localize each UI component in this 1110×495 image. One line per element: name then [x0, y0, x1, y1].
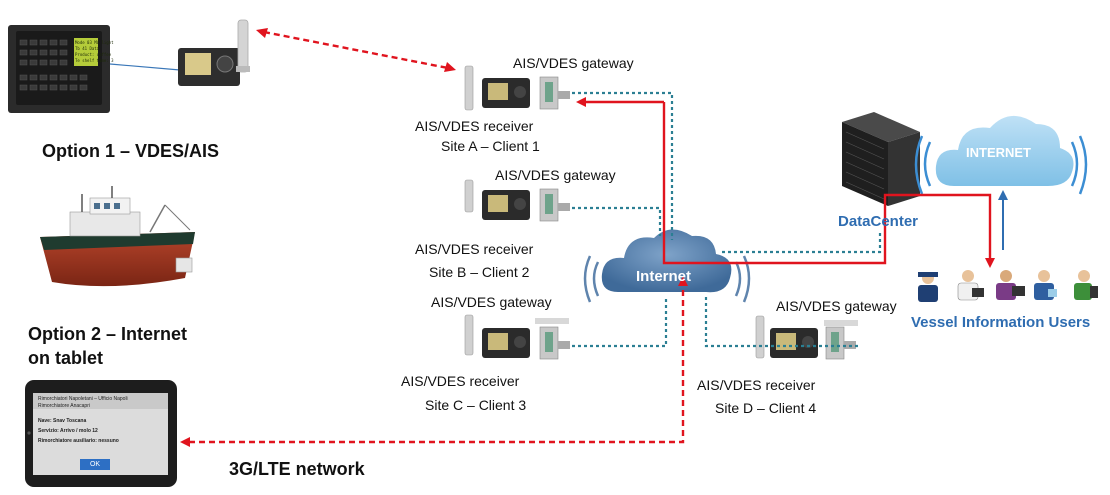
- controller-lcd-line: Product: coffee: [75, 52, 112, 57]
- internet-cloud-right: [914, 115, 1088, 195]
- controller-cable: [109, 63, 181, 71]
- controller-lcd-line: Tb 41 Data: [75, 46, 100, 51]
- site-d-receiver-label: AIS/VDES receiver: [697, 377, 816, 393]
- user-icon-5: [1074, 270, 1098, 300]
- site-c-hardware: [464, 314, 570, 360]
- site-a-hardware: [464, 65, 570, 111]
- tablet-header-line1: Rimorchiatori Napoletani – Ufficio Napol…: [38, 396, 128, 402]
- site-c-receiver-label: AIS/VDES receiver: [401, 373, 520, 389]
- option-1-label: Option 1 – VDES/AIS: [42, 141, 220, 161]
- red-arrowhead-users: [985, 258, 995, 268]
- link-site-b: [572, 206, 662, 236]
- dashed-arrowhead-tablet: [180, 437, 190, 447]
- internet-cloud: [583, 229, 751, 303]
- dashed-arrowhead-internet: [678, 276, 688, 286]
- controller-lcd-line: Mode 03 MV light: [75, 40, 114, 45]
- red-arrowhead-site-a: [576, 97, 586, 107]
- user-icon-2: [957, 270, 984, 301]
- site-b-receiver-label: AIS/VDES receiver: [415, 241, 534, 257]
- link-site-d: [704, 296, 858, 348]
- tablet-service-line: Servizio: Arrivo / molo 12: [38, 428, 98, 434]
- site-d-hardware: [755, 315, 858, 360]
- option-2-label-line2: on tablet: [28, 348, 103, 368]
- internet-cloud-label: Internet: [636, 268, 692, 285]
- network-label: 3G/LTE network: [229, 459, 365, 479]
- tablet-header-line2: Rimorchiatore Anacapri: [38, 403, 90, 409]
- site-d-client-label: Site D – Client 4: [715, 400, 817, 416]
- link-datacenter: [722, 232, 882, 254]
- users-to-cloud-arrowhead: [998, 190, 1008, 200]
- dashed-arrowhead-site-a: [444, 62, 456, 72]
- datacenter-servers: [842, 112, 920, 206]
- site-d-gateway-label: AIS/VDES gateway: [776, 298, 897, 314]
- tablet-vessel-line: Nave: Snav Toscana: [38, 418, 87, 424]
- red-data-flow: [662, 102, 992, 265]
- vessel-users-icons: [918, 270, 1098, 302]
- datacenter-label: DataCenter: [838, 213, 919, 230]
- option-2-label-line1: Option 2 – Internet: [28, 324, 188, 344]
- site-c-client-label: Site C – Client 3: [425, 397, 527, 413]
- site-b-gateway-label: AIS/VDES gateway: [495, 167, 616, 183]
- controller-device: [8, 25, 110, 113]
- site-a-receiver-label: AIS/VDES receiver: [415, 118, 534, 134]
- ais-radio-device-top: [178, 19, 250, 86]
- dashed-internet-to-tablet: [188, 280, 685, 444]
- tablet-auxiliary-line: Rimorchiatore ausiliario: nessuno: [38, 438, 119, 444]
- internet-cloud-right-label: INTERNET: [966, 145, 1031, 160]
- user-icon-3: [996, 270, 1025, 300]
- link-site-a: [572, 91, 674, 240]
- dashed-radio-to-site-a: [263, 30, 449, 70]
- dashed-arrowhead-radio: [256, 28, 268, 38]
- vessel-users-label: Vessel Information Users: [911, 314, 1091, 331]
- controller-lcd-line: Te shelf time: 3: [75, 58, 114, 63]
- red-dashed-links: [188, 30, 685, 444]
- tablet-ok-button[interactable]: OK: [80, 459, 110, 470]
- site-a-gateway-label: AIS/VDES gateway: [513, 55, 634, 71]
- site-b-client-label: Site B – Client 2: [429, 264, 530, 280]
- user-icon-4: [1034, 270, 1057, 300]
- site-a-client-label: Site A – Client 1: [441, 138, 540, 154]
- site-b-hardware: [464, 179, 570, 222]
- tugboat-image: [40, 186, 195, 287]
- user-icon-1: [918, 272, 938, 302]
- site-c-gateway-label: AIS/VDES gateway: [431, 294, 552, 310]
- link-site-c: [572, 296, 668, 348]
- teal-links: [572, 91, 882, 348]
